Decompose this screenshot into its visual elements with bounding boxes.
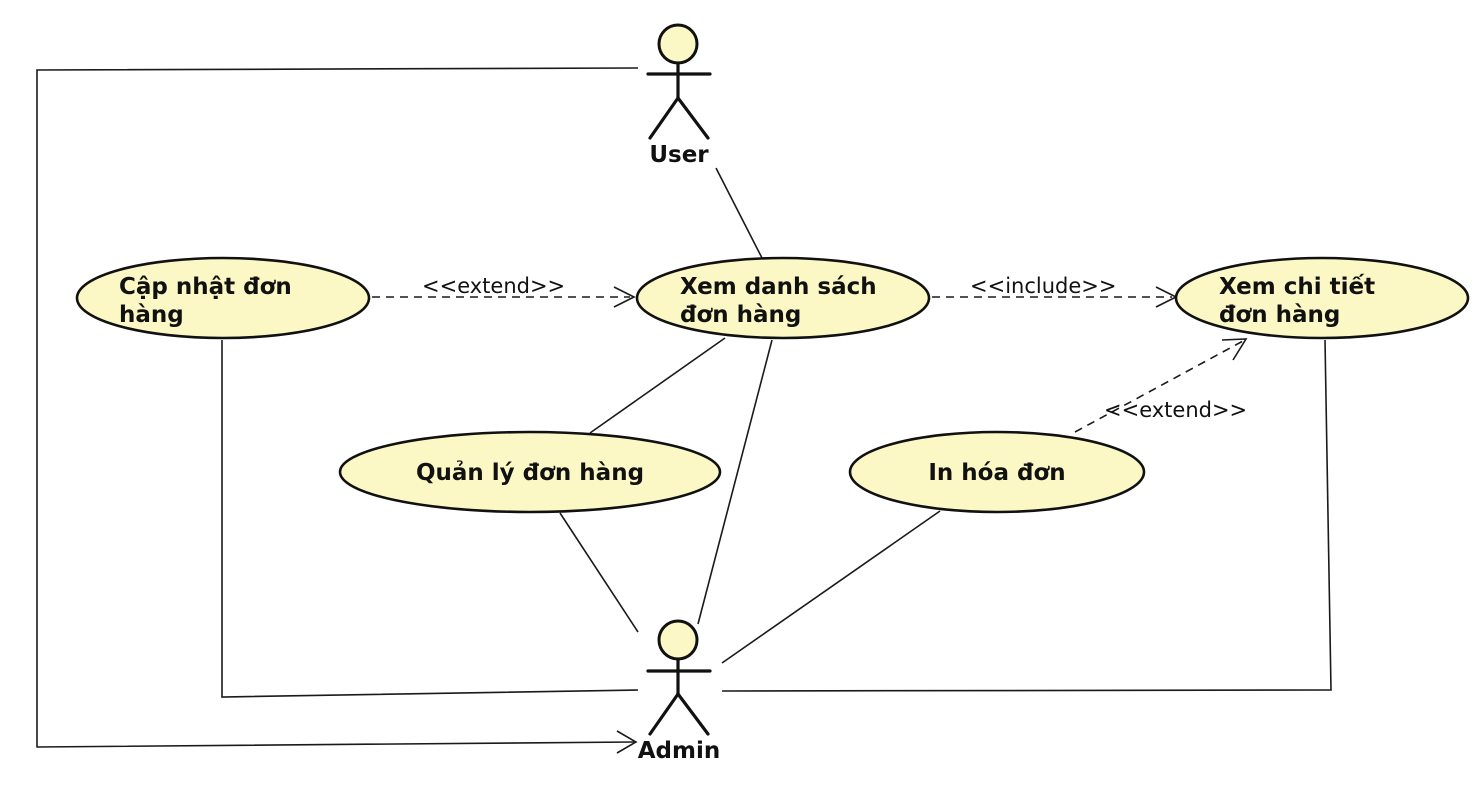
stereotype-extend-label: <<extend>> (422, 274, 565, 298)
edge-admin-xem-danh-sach (697, 339, 773, 625)
edges (36, 67, 1332, 754)
stereotype-include-label: <<include>> (970, 274, 1116, 298)
edge-admin-in-hoa-don (721, 510, 941, 664)
actor-right-leg (676, 96, 710, 140)
edge-user-xem-danh-sach (715, 167, 763, 259)
use-case-shape (1174, 256, 1470, 340)
edge-extend-in-hoa-don-arrowhead (1221, 338, 1248, 361)
edge-user-admin (36, 67, 639, 748)
edge-admin-quan-ly (559, 512, 639, 633)
use-case-label: Xem chi tiết (1219, 273, 1375, 300)
actor-user[interactable]: User (646, 23, 712, 168)
use-case-label: Quản lý đơn hàng (416, 460, 644, 486)
use-case-label: đơn hàng (1219, 302, 1340, 328)
stereotype-labels: <<extend>> <<include>> <<extend>> (422, 274, 1247, 422)
use-case-in-hoa-don[interactable]: In hóa đơn (848, 430, 1146, 514)
use-case-cap-nhat-don-hang[interactable]: Cập nhật đơn hàng (75, 256, 371, 340)
edge-user-admin-arrowhead (616, 730, 638, 754)
use-case-shape (848, 430, 1146, 514)
use-case-shape (75, 256, 371, 340)
edge-admin-cap-nhat (221, 340, 639, 698)
actor-admin-label: Admin (638, 738, 721, 764)
actor-user-label: User (649, 142, 709, 168)
use-case-xem-danh-sach-don-hang[interactable]: Xem danh sách đơn hàng (635, 256, 931, 340)
actor-head-icon (657, 619, 699, 661)
use-case-label: đơn hàng (680, 302, 801, 328)
use-case-shape (635, 256, 931, 340)
use-case-label: Cập nhật đơn (119, 274, 292, 300)
use-case-label: hàng (119, 302, 184, 328)
edge-extend-in-hoa-don (1074, 340, 1244, 433)
actor-left-leg (648, 96, 680, 140)
actor-admin[interactable]: Admin (638, 619, 721, 764)
edge-xem-danh-sach-quan-ly (589, 337, 726, 434)
actor-head-icon (657, 23, 699, 65)
actor-left-leg (648, 692, 680, 736)
use-case-xem-chi-tiet-don-hang[interactable]: Xem chi tiết đơn hàng (1174, 256, 1470, 340)
edge-admin-xem-chi-tiet (721, 339, 1332, 692)
use-case-shape (338, 430, 722, 514)
use-case-label: In hóa đơn (928, 460, 1065, 486)
use-case-label: Xem danh sách (680, 274, 877, 300)
stereotype-extend-label: <<extend>> (1104, 398, 1247, 422)
edge-extend-cap-nhat-arrowhead (613, 286, 636, 308)
actor-right-leg (676, 692, 710, 736)
use-case-quan-ly-don-hang[interactable]: Quản lý đơn hàng (338, 430, 722, 514)
